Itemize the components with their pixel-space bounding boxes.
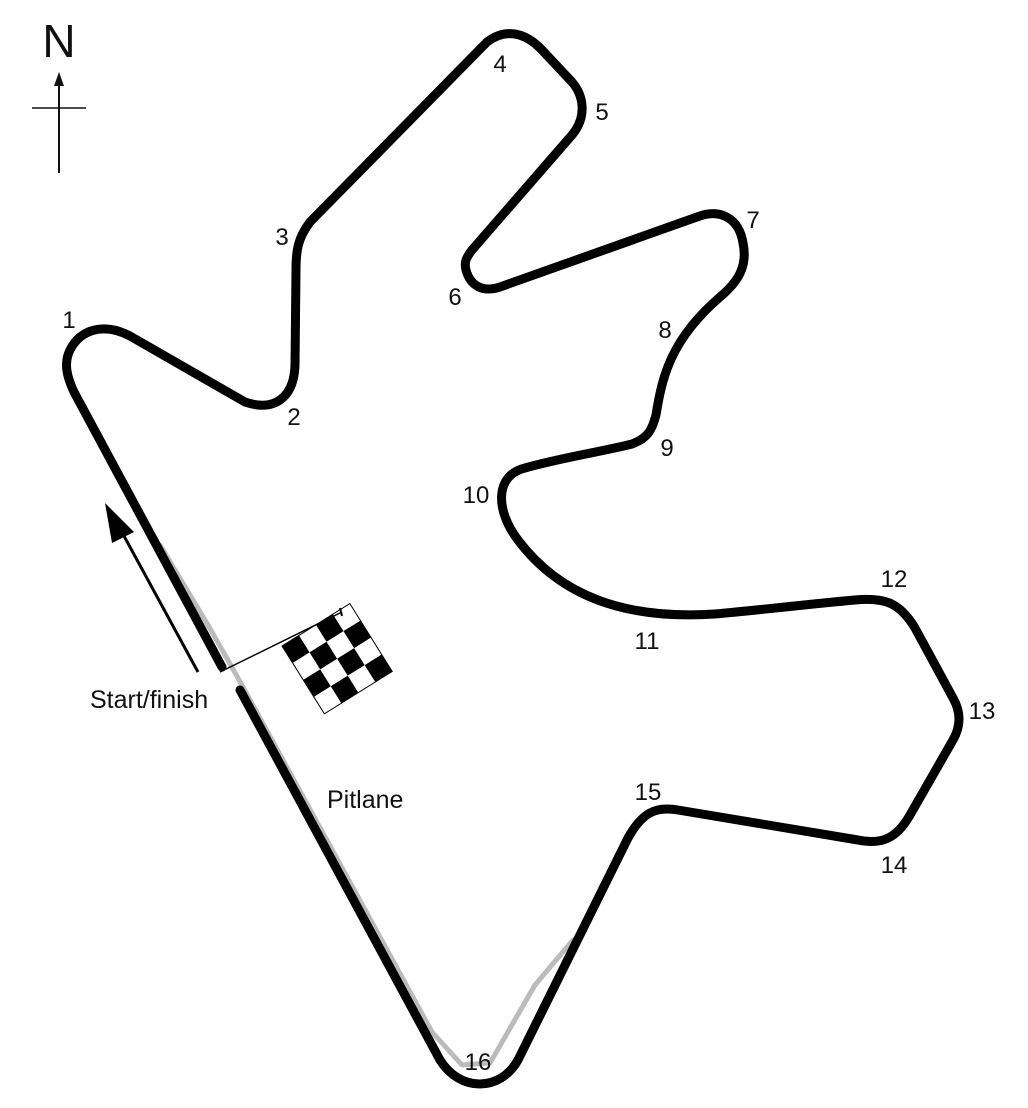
- corner-label: 5: [595, 99, 608, 126]
- corner-label: 1: [62, 307, 75, 334]
- track-path: [62, 29, 964, 1089]
- corner-label: 2: [287, 404, 300, 431]
- corner-label: 12: [881, 566, 908, 593]
- start-finish-marker: [219, 602, 393, 715]
- checkered-flag-icon: [281, 602, 393, 715]
- corner-label: 11: [635, 628, 660, 655]
- direction-arrow-icon: [105, 503, 200, 673]
- compass: N: [32, 15, 86, 173]
- corner-label: 14: [881, 852, 908, 879]
- corner-label: 9: [660, 435, 673, 462]
- pitlane-path: [157, 542, 576, 1068]
- pitlane-label: Pitlane: [327, 786, 403, 814]
- corner-label: 15: [635, 779, 662, 806]
- corner-label: 6: [448, 284, 461, 311]
- corner-label: 13: [969, 698, 996, 725]
- north-label: N: [42, 15, 75, 67]
- corner-label: 8: [658, 317, 671, 344]
- corner-label: 3: [275, 224, 288, 251]
- north-arrow-icon: [32, 72, 86, 173]
- corner-label: 4: [493, 51, 506, 78]
- corner-label: 7: [746, 207, 759, 234]
- corner-label: 16: [465, 1049, 492, 1076]
- corner-labels: 1 2 3 4 5 6 7 8 9 10 11 12 13 14 15 16: [62, 51, 995, 1076]
- start-finish-label: Start/finish: [90, 686, 208, 714]
- corner-label: 10: [463, 482, 490, 509]
